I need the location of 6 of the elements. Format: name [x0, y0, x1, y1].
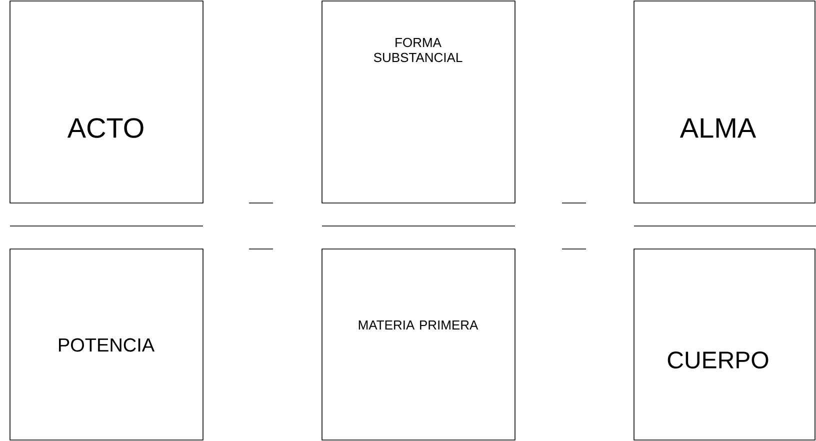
box: ACTO: [10, 0, 204, 204]
box: MATERIA PRIMERA: [322, 248, 516, 440]
box: POTENCIA: [10, 248, 204, 440]
box: CUERPO: [634, 248, 816, 440]
box: FORMA SUBSTANCIAL: [322, 0, 516, 204]
box: ALMA: [634, 0, 816, 204]
